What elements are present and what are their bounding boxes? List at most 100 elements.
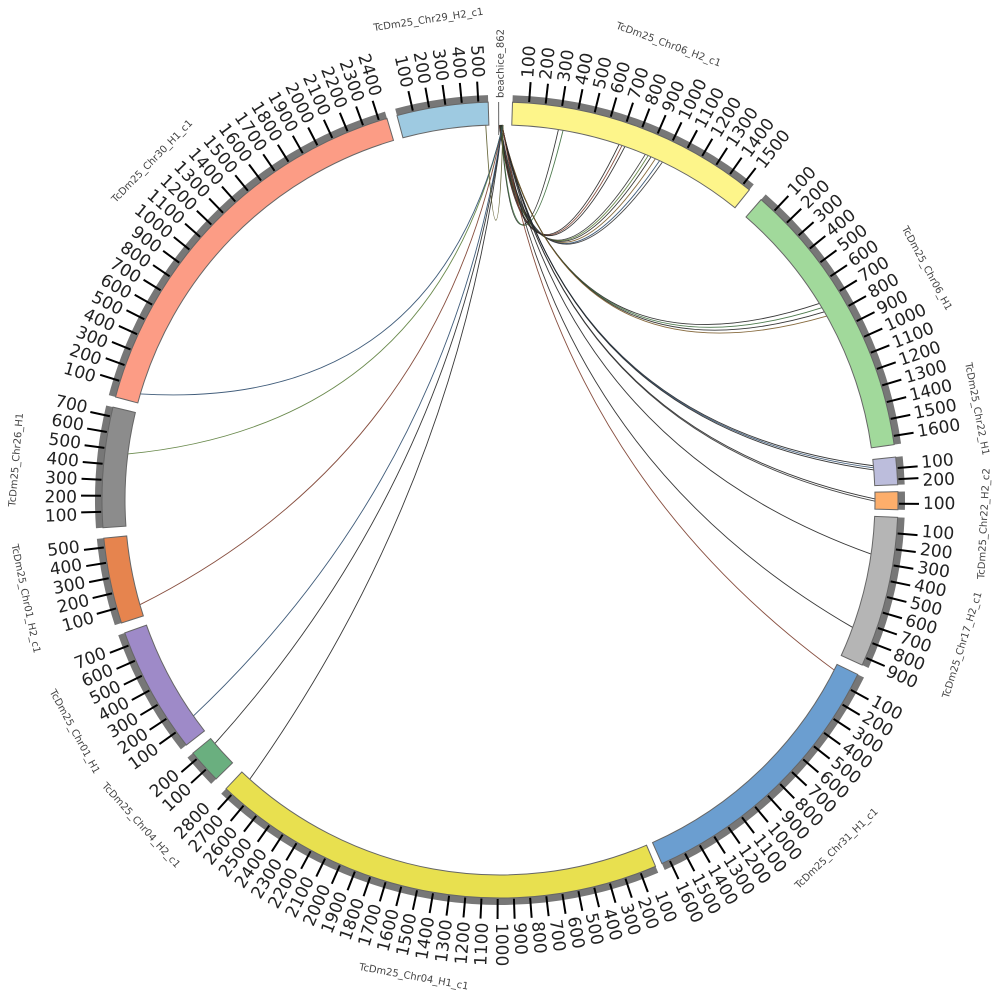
tick-label: 400 [447,46,470,80]
tick-mark [139,703,159,716]
tick-mark [876,361,897,370]
tick-mark [445,895,451,916]
tick-band [897,491,906,510]
tick-mark [669,860,680,880]
segment-arc[interactable] [192,737,234,780]
segment-arc[interactable] [745,198,895,449]
link-ribbon [501,124,835,671]
tick-mark [109,644,129,654]
tick-mark [791,771,808,787]
tick-mark [81,510,102,514]
tick-mark [512,898,516,919]
segment-TcDm25_Chr30_H1_c1: 1002003004005006007008009001000110012001… [61,51,395,404]
link-ribbon [193,124,504,717]
segment-label: TcDm25_Chr06_H2_c1 [613,20,722,69]
tick-label: 200 [44,487,77,507]
tick-mark [870,344,890,354]
segment-TcDm25_Chr06_H1: 1002003004005006007008009001000110012001… [745,163,962,449]
segment-label: TcDm25_Chr01_H2_c1 [8,542,42,654]
tick-label: 100 [518,45,540,79]
tick-label: 200 [922,470,955,491]
tick-mark [561,85,567,107]
tick-mark [686,129,698,149]
tick-mark [895,548,916,554]
segment-arc[interactable] [840,515,899,666]
segment-arc[interactable] [511,101,751,209]
tick-mark [893,564,914,570]
segment-label: TcDm25_Chr26_H1 [7,412,26,508]
tick-mark [802,758,820,774]
tick-mark [90,411,111,418]
tick-mark [897,532,918,537]
tick-mark [83,546,104,551]
link-ribbon [127,124,504,455]
segment-arc[interactable] [114,117,395,404]
tick-band [395,95,489,116]
tick-mark [395,886,403,907]
segment-arc[interactable] [396,101,490,139]
tick-mark [338,112,349,132]
tick-mark [872,642,892,652]
link-ribbon [501,124,827,334]
tick-mark [593,887,600,908]
tick-mark [842,703,861,716]
tick-label: 800 [527,921,550,955]
tick-mark [149,717,167,731]
link-ribbon [501,124,853,628]
tick-mark [184,222,201,238]
segment-TcDm25_Chr31_H1_c1: 1002003004005006007008009001000110012001… [651,663,906,926]
tick-mark [270,834,284,852]
tick-mark [767,794,783,812]
tick-mark [742,167,757,185]
tick-mark [701,138,714,157]
tick-mark [684,853,696,872]
tick-mark [881,378,902,387]
tick-mark [529,897,533,918]
segment-arc[interactable] [651,663,859,865]
link-ribbon [249,124,503,780]
tick-mark [355,106,364,126]
segment-label: TcDm25_Chr22_H2_c2 [976,468,992,580]
tick-mark [411,890,419,911]
tick-mark [833,718,851,731]
tick-mark [105,357,125,366]
tick-mark [285,842,298,861]
segment-TcDm25_Chr04_H1_c1: 1002003004005006007008009001000110012001… [170,771,680,993]
tick-label: 500 [46,537,80,561]
tick-band [895,456,905,485]
tick-mark [624,878,633,899]
tick-mark [741,816,755,834]
tick-label: 700 [545,918,569,953]
segment-arc[interactable] [225,771,657,899]
tick-mark [162,250,180,264]
tick-mark [698,844,711,864]
tick-mark [208,197,224,214]
tick-label: 200 [919,540,954,564]
tick-mark [609,97,618,117]
tick-mark [786,208,802,224]
tick-label: 100 [921,522,955,544]
link-ribbon [139,124,504,606]
segment-arc[interactable] [101,406,136,529]
tick-mark [86,427,108,433]
tick-mark [126,309,145,321]
tick-mark [754,806,769,823]
tick-mark [886,396,907,404]
link-ribbon [501,124,876,502]
segment-arc[interactable] [872,456,899,487]
segment-arc[interactable] [874,491,899,511]
tick-mark [229,805,245,822]
tick-mark [890,413,911,420]
segment-arc[interactable] [103,535,144,624]
tick-mark [893,431,914,437]
tick-mark [118,324,138,336]
tick-mark [180,758,198,773]
segment-arc[interactable] [124,624,206,746]
segment-label: TcDm25_Chr04_H1_c1 [357,962,469,993]
tick-mark [441,84,447,105]
tick-mark [152,264,171,278]
